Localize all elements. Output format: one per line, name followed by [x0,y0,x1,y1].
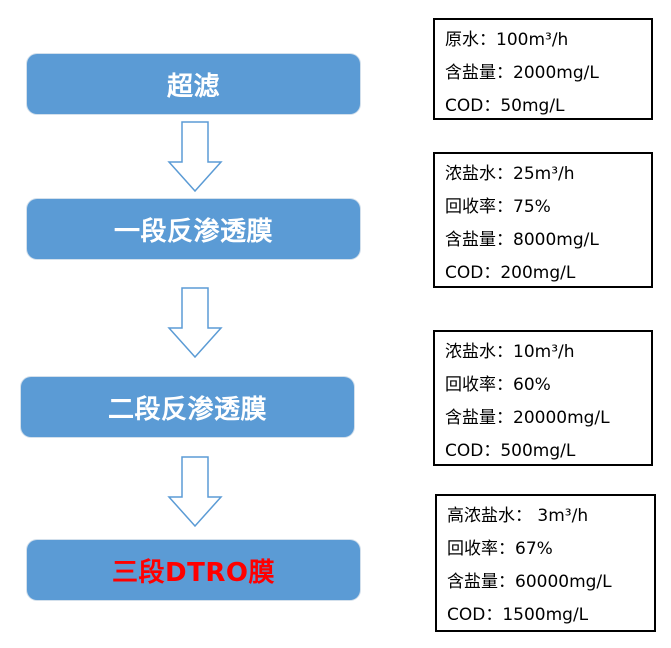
info-line: 回收率：67% [447,539,553,559]
info-line: 含盐量：2000mg/L [445,63,599,83]
stage-label: 一段反渗透膜 [113,216,273,247]
down-arrow-icon [167,287,223,359]
down-arrow-icon [167,121,223,193]
info-line: COD：1500mg/L [447,605,589,625]
info-line: 回收率：60% [445,375,551,395]
info-box-stage-three: 高浓盐水： 3m³/h 回收率：67% 含盐量：60000mg/L COD：15… [435,494,656,632]
info-box-raw-water: 原水：100m³/h 含盐量：2000mg/L COD：50mg/L [433,18,653,120]
down-arrow-icon [167,456,223,528]
stage-ro-first: 一段反渗透膜 [27,199,360,259]
info-line: 回收率：75% [445,197,551,217]
stage-ultrafiltration: 超滤 [27,54,360,114]
info-line: 含盐量：60000mg/L [447,572,612,592]
info-line: 原水：100m³/h [445,30,569,50]
info-line: 含盐量：20000mg/L [445,408,610,428]
stage-label: 三段DTRO膜 [112,557,275,588]
info-line: 浓盐水：10m³/h [445,342,575,362]
stage-dtro-third: 三段DTRO膜 [27,540,360,600]
stage-label: 超滤 [166,71,220,102]
info-box-stage-one: 浓盐水：25m³/h 回收率：75% 含盐量：8000mg/L COD：200m… [433,152,653,288]
info-line: 高浓盐水： 3m³/h [447,506,589,526]
info-line: 含盐量：8000mg/L [445,230,599,250]
info-line: COD：200mg/L [445,263,576,283]
info-line: COD：50mg/L [445,96,565,116]
stage-label: 二段反渗透膜 [107,394,267,425]
info-line: COD：500mg/L [445,441,576,461]
info-line: 浓盐水：25m³/h [445,164,575,184]
stage-ro-second: 二段反渗透膜 [21,377,354,437]
info-box-stage-two: 浓盐水：10m³/h 回收率：60% 含盐量：20000mg/L COD：500… [433,330,653,466]
